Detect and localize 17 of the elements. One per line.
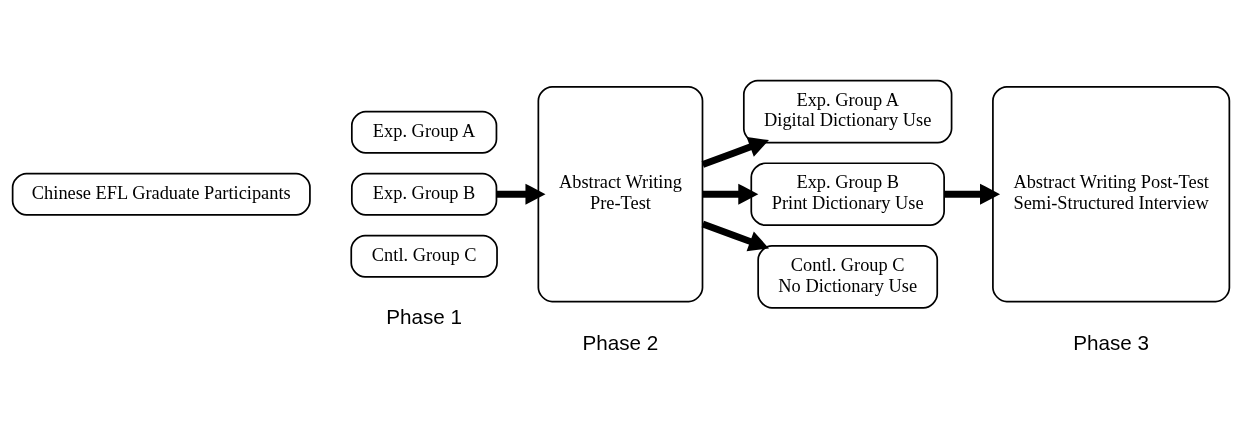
node-box: Exp. Group A Digital Dictionary Use bbox=[742, 79, 953, 144]
node-box: Abstract Writing Pre-Test bbox=[537, 86, 704, 303]
node-box: Exp. Group B Print Dictionary Use bbox=[750, 162, 945, 227]
label: Phase 2 bbox=[582, 330, 659, 354]
arrow bbox=[701, 220, 769, 252]
arrow bbox=[702, 183, 759, 205]
label: Phase 1 bbox=[386, 305, 463, 329]
arrow bbox=[701, 137, 769, 168]
node-box: Chinese EFL Graduate Participants bbox=[11, 172, 311, 216]
node-box: Contl. Group C No Dictionary Use bbox=[757, 245, 939, 309]
label: Phase 3 bbox=[1073, 330, 1150, 354]
node-box: Abstract Writing Post-Test Semi-Structured Interview bbox=[992, 86, 1231, 303]
node-box: Exp. Group B bbox=[350, 172, 498, 216]
arrow bbox=[496, 183, 546, 205]
arrow bbox=[944, 183, 1001, 205]
node-box: Cntl. Group C bbox=[350, 234, 498, 278]
node-box: Exp. Group A bbox=[350, 110, 498, 154]
